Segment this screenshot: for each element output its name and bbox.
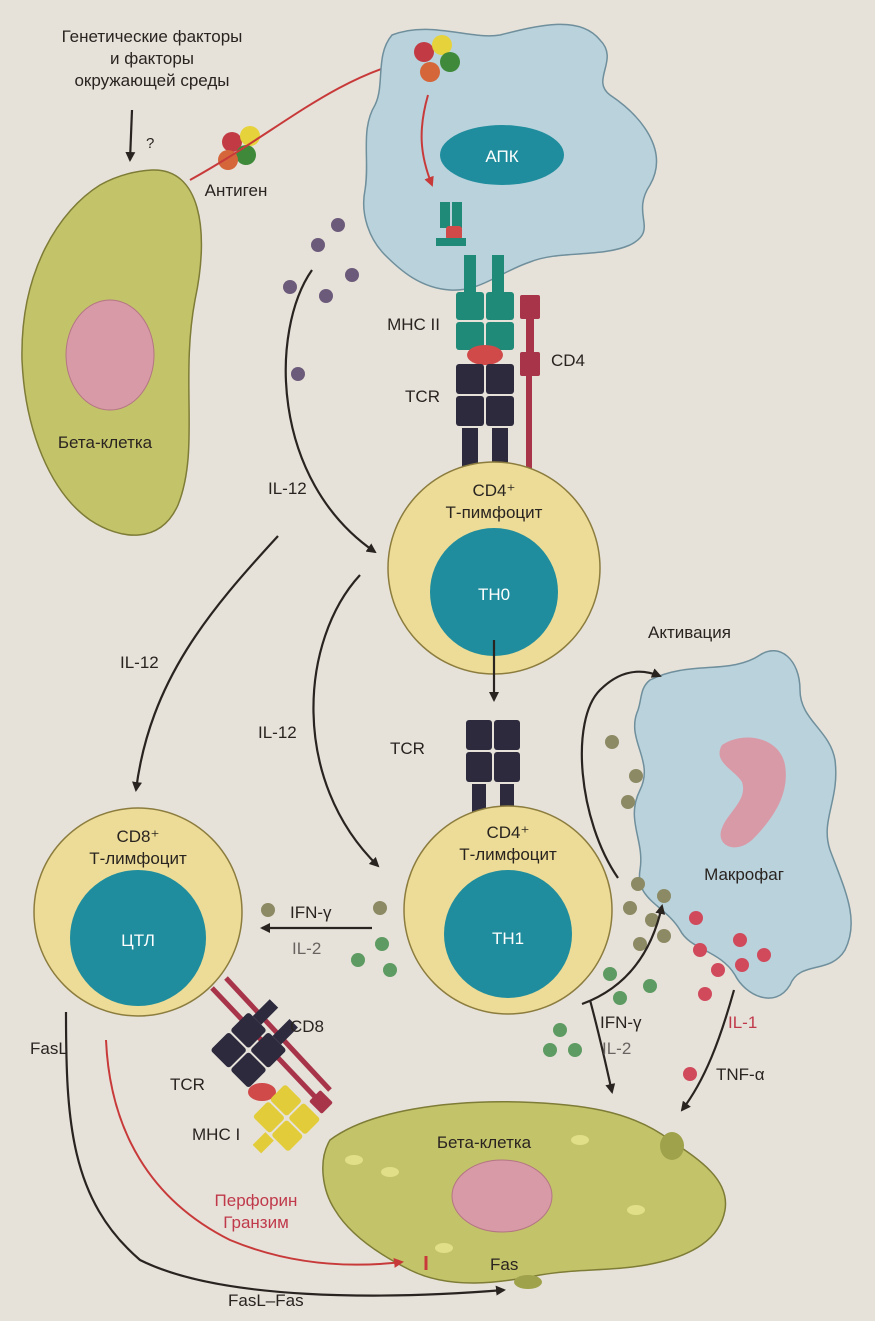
- genetic-arrow: [130, 110, 132, 160]
- genetic-factors-line1: Генетические факторы: [62, 27, 243, 46]
- mhc2-label: МНС II: [387, 315, 440, 334]
- ifn-left-label: IFN-γ: [290, 903, 332, 922]
- macrophage-label: Макрофаг: [704, 865, 784, 884]
- th0-title-line1: CD4⁺: [473, 481, 516, 500]
- ctl-label: ЦТЛ: [121, 931, 155, 950]
- beta-cell-bottom-label: Бета-клетка: [437, 1133, 532, 1152]
- il12-arrow-to-th0: [286, 270, 375, 552]
- tcr-bottom-label: TCR: [170, 1075, 205, 1094]
- perforin-label: Перфорин: [215, 1191, 298, 1210]
- tnf-label: TNF-α: [716, 1065, 765, 1084]
- fasl-label: FasL: [30, 1039, 68, 1058]
- il2-left-label: IL-2: [292, 939, 321, 958]
- tcr-mid-complex: [466, 720, 520, 818]
- fas-label: Fas: [490, 1255, 518, 1274]
- tcr-top-complex: [456, 364, 514, 468]
- mhc1-label: МНС I: [192, 1125, 240, 1144]
- cd8-receptor-label: CD8: [290, 1017, 324, 1036]
- il1-label: IL-1: [728, 1013, 757, 1032]
- il12-dots-top: [283, 218, 359, 381]
- th0-title-line2: Т-пимфоцит: [446, 503, 543, 522]
- apc-label: АПК: [485, 147, 518, 166]
- cd4-receptor-label: CD4: [551, 351, 585, 370]
- antigen-cluster-left: [218, 126, 260, 170]
- il12-arrow-to-th1: [313, 575, 378, 866]
- il12-label-c: IL-12: [258, 723, 297, 742]
- fasl-fas-label: FasL–Fas: [228, 1291, 304, 1310]
- beta-cell-bottom-nucleus: [452, 1160, 552, 1232]
- genetic-factors-line3: окружающей среды: [74, 71, 229, 90]
- th1-label: TH1: [492, 929, 524, 948]
- cd4-receptor: [520, 295, 540, 470]
- il12-label-b: IL-12: [120, 653, 159, 672]
- ifn-right-label: IFN-γ: [600, 1013, 642, 1032]
- beta-cell-top-label: Бета-клетка: [58, 433, 153, 452]
- il12-label-a: IL-12: [268, 479, 307, 498]
- th1-title-line1: CD4⁺: [487, 823, 530, 842]
- cd8-title-line2: Т-лимфоцит: [89, 849, 187, 868]
- macrophage-to-beta-arrow: [682, 990, 734, 1110]
- genetic-factors-line2: и факторы: [110, 49, 194, 68]
- cd8-title-line1: CD8⁺: [117, 827, 160, 846]
- question-mark: ?: [146, 135, 154, 152]
- tcr-top-label: TCR: [405, 387, 440, 406]
- tcr-mid-label: TCR: [390, 739, 425, 758]
- th0-label: TH0: [478, 585, 510, 604]
- antigen-label: Антиген: [205, 181, 268, 200]
- th1-title-line2: Т-лимфоцит: [459, 845, 557, 864]
- activation-label: Активация: [648, 623, 731, 642]
- beta-cell-top-nucleus: [66, 300, 154, 410]
- granzyme-label: Гранзим: [223, 1213, 289, 1232]
- il2-right-label: IL-2: [602, 1039, 631, 1058]
